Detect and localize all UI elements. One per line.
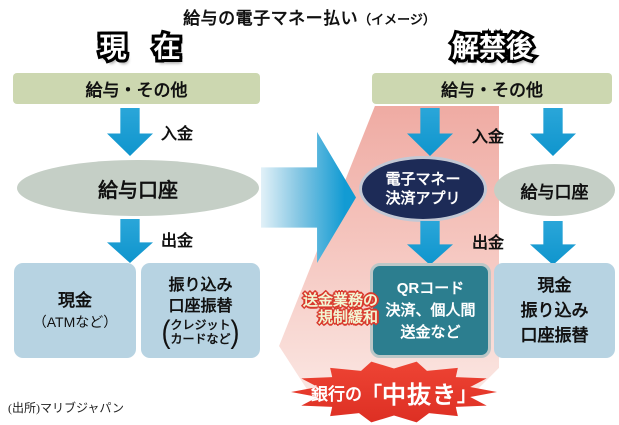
header-after-outline: 解禁後 bbox=[449, 30, 536, 66]
salary-box-current: 給与・その他 bbox=[13, 73, 260, 104]
qr-box-line3: 送金など bbox=[400, 323, 461, 341]
transfer-box-note-text: クレジット カードなど bbox=[170, 318, 230, 346]
header-after: 解禁後 解禁後 bbox=[405, 30, 580, 66]
transfer-note-line2: カードなど bbox=[170, 332, 231, 346]
transfer-box-line2: 口座振替 bbox=[168, 298, 233, 315]
withdraw-arrow-bank bbox=[530, 221, 576, 265]
bank-box-line2: 振り込み bbox=[520, 301, 589, 320]
bank-bypass-burst: 銀行の「中抜き」 bbox=[291, 361, 497, 423]
paren-open: ( bbox=[161, 314, 171, 349]
cash-box-title: 現金 bbox=[58, 290, 92, 310]
burst-bracket-close: 」 bbox=[457, 383, 477, 406]
header-current-outline: 現 在 bbox=[97, 30, 184, 66]
deposit-arrow-bank bbox=[530, 108, 576, 156]
paren-close: ) bbox=[230, 314, 240, 349]
account-ellipse-after: 給与口座 bbox=[494, 164, 615, 216]
header-current-text: 現 在 bbox=[99, 33, 181, 63]
withdraw-arrow-current bbox=[107, 219, 153, 263]
emoney-app-line1: 電子マネー bbox=[385, 171, 461, 188]
header-current: 現 在 現 在 bbox=[55, 30, 225, 66]
deposit-arrow-current bbox=[107, 108, 153, 156]
deregulation-note: 送金業務の 規制緩和 bbox=[270, 292, 378, 326]
salary-box-after: 給与・その他 bbox=[372, 73, 612, 104]
transfer-box-note: ( クレジット カードなど ) bbox=[161, 314, 240, 349]
transfer-note-line1: クレジット bbox=[170, 318, 231, 332]
account-ellipse-current: 給与口座 bbox=[17, 160, 259, 216]
header-after-text: 解禁後 bbox=[452, 33, 533, 63]
diagram-title: 給与の電子マネー払い（イメージ） bbox=[0, 4, 619, 29]
cash-box-current: 現金 （ATMなど） bbox=[14, 263, 136, 358]
burst-emphasis: 中抜き bbox=[382, 381, 457, 409]
qr-payment-box: QRコード 決済、個人間 送金など bbox=[370, 263, 491, 358]
transfer-box-current: 振り込み 口座振替 ( クレジット カードなど ) bbox=[141, 263, 260, 358]
qr-box-line2: 決済、個人間 bbox=[385, 301, 476, 319]
transfer-box-line1: 振り込み bbox=[168, 277, 233, 294]
source-note: (出所)マリブジャパン bbox=[8, 401, 124, 415]
title-sub: （イメージ） bbox=[358, 12, 436, 27]
emoney-app-label: 電子マネー 決済アプリ bbox=[385, 170, 460, 208]
burst-bracket-open: 「 bbox=[362, 383, 382, 406]
deregulation-line2: 規制緩和 bbox=[317, 309, 378, 326]
cash-box-note: （ATMなど） bbox=[32, 313, 118, 330]
bank-services-box: 現金 振り込み 口座振替 bbox=[494, 263, 615, 358]
bank-box-line1: 現金 bbox=[537, 276, 572, 295]
account-ellipse-current-label: 給与口座 bbox=[98, 179, 178, 202]
deregulation-line1: 送金業務の bbox=[302, 292, 378, 309]
account-ellipse-after-label: 給与口座 bbox=[520, 182, 589, 202]
qr-box-line1: QRコード bbox=[396, 279, 465, 297]
salary-box-current-label: 給与・その他 bbox=[85, 81, 188, 100]
emoney-app-line2: 決済アプリ bbox=[385, 190, 461, 207]
burst-prefix: 銀行の bbox=[311, 384, 362, 404]
highlight-beam bbox=[279, 106, 499, 397]
emoney-app-ellipse: 電子マネー 決済アプリ bbox=[359, 156, 487, 222]
salary-box-after-label: 給与・その他 bbox=[441, 81, 543, 100]
deposit-label-after: 入金 bbox=[472, 129, 505, 146]
withdraw-label-after: 出金 bbox=[472, 235, 505, 252]
title-main: 給与の電子マネー払い bbox=[183, 9, 359, 28]
bank-box-line3: 口座振替 bbox=[520, 326, 589, 345]
withdraw-label-current: 出金 bbox=[161, 233, 194, 250]
deposit-label-current: 入金 bbox=[161, 126, 194, 143]
